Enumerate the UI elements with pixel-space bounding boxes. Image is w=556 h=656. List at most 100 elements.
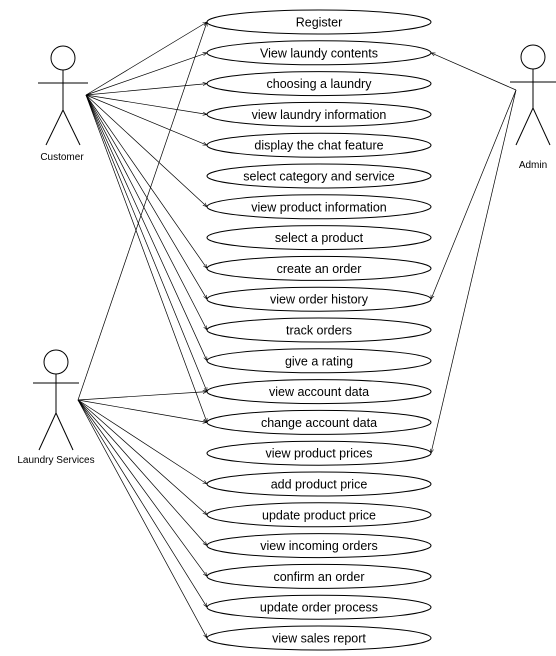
association-laundry-view-account-data bbox=[77, 392, 207, 401]
use-case-label: add product price bbox=[271, 478, 368, 492]
actor-customer-right-leg bbox=[62, 109, 81, 146]
use-case-label: choosing a laundry bbox=[267, 77, 373, 91]
use-case-ellipse bbox=[206, 71, 432, 97]
use-case-ellipse bbox=[206, 225, 432, 251]
actor-laundry-left-leg bbox=[38, 412, 57, 451]
association-laundry-update-order-process bbox=[77, 399, 207, 607]
use-case-label: view laundry information bbox=[252, 108, 387, 122]
use-case-ellipse bbox=[206, 625, 432, 651]
actor-admin-right-leg bbox=[532, 107, 551, 146]
use-case-ellipse bbox=[206, 9, 432, 35]
use-case-ellipse bbox=[206, 194, 432, 220]
use-case-label: update product price bbox=[262, 508, 376, 522]
use-case-ellipse bbox=[206, 132, 432, 158]
use-case-ellipse bbox=[206, 502, 432, 528]
association-customer-register bbox=[85, 22, 207, 96]
use-case-view-order-history: view order history bbox=[206, 286, 432, 312]
association-laundry-view-incoming-orders bbox=[77, 399, 207, 546]
actor-admin: Admin bbox=[510, 44, 556, 171]
use-case-view-laundy-contents: View laundy contents bbox=[206, 40, 432, 66]
use-case-ellipse bbox=[206, 348, 432, 374]
association-laundry-view-sales-report bbox=[77, 399, 207, 638]
use-case-update-order-process: update order process bbox=[206, 594, 432, 620]
use-case-label: confirm an order bbox=[273, 570, 364, 584]
use-case-view-incoming-orders: view incoming orders bbox=[206, 533, 432, 559]
use-case-ellipse bbox=[206, 563, 432, 589]
use-case-ellipse bbox=[206, 255, 432, 281]
use-case-label: display the chat feature bbox=[254, 139, 383, 153]
use-case-ellipse bbox=[206, 409, 432, 435]
use-case-create-an-order: create an order bbox=[206, 255, 432, 281]
association-customer-give-a-rating bbox=[85, 94, 207, 361]
use-case-label: select a product bbox=[275, 231, 364, 245]
use-case-ellipse bbox=[206, 163, 432, 189]
use-case-ellipse bbox=[206, 40, 432, 66]
use-case-choosing-a-laundry: choosing a laundry bbox=[206, 71, 432, 97]
use-case-label: update order process bbox=[260, 601, 378, 615]
use-case-label: change account data bbox=[261, 416, 377, 430]
use-case-label: give a rating bbox=[285, 354, 353, 368]
association-customer-create-an-order bbox=[85, 94, 207, 268]
actor-customer-left-leg bbox=[45, 109, 64, 146]
association-laundry-confirm-an-order bbox=[77, 399, 207, 576]
use-case-ellipse bbox=[206, 471, 432, 497]
use-case-ellipse bbox=[206, 286, 432, 312]
use-case-label: track orders bbox=[286, 324, 352, 338]
association-admin-view-product-prices bbox=[431, 89, 517, 453]
association-laundry-update-product-price bbox=[77, 399, 207, 515]
use-case-label: view product prices bbox=[266, 447, 373, 461]
use-case-change-account-data: change account data bbox=[206, 409, 432, 435]
association-customer-view-product-information bbox=[85, 94, 207, 207]
actor-customer-head bbox=[50, 45, 76, 71]
association-customer-track-orders bbox=[85, 94, 207, 330]
association-lines bbox=[77, 22, 517, 638]
use-case-label: View laundy contents bbox=[260, 46, 378, 60]
use-case-label: view incoming orders bbox=[260, 539, 377, 553]
use-case-view-account-data: view account data bbox=[206, 379, 432, 405]
actor-admin-head bbox=[520, 44, 546, 70]
association-customer-view-laundry-information bbox=[85, 94, 207, 114]
association-customer-choosing-a-laundry bbox=[85, 84, 207, 96]
use-case-confirm-an-order: confirm an order bbox=[206, 563, 432, 589]
actor-admin-left-leg bbox=[515, 107, 534, 146]
actor-laundry-head bbox=[43, 349, 69, 375]
association-customer-change-account-data bbox=[85, 94, 207, 422]
association-laundry-add-product-price bbox=[77, 399, 207, 484]
use-case-view-product-information: view product information bbox=[206, 194, 432, 220]
use-case-ellipse bbox=[206, 317, 432, 343]
use-case-select-category-and-service: select category and service bbox=[206, 163, 432, 189]
use-case-ellipse bbox=[206, 379, 432, 405]
use-case-view-sales-report: view sales report bbox=[206, 625, 432, 651]
actor-customer: Customer bbox=[38, 45, 88, 163]
use-case-ellipse bbox=[206, 440, 432, 466]
use-case-register: Register bbox=[206, 9, 432, 35]
actor-laundry-services: Laundry Services bbox=[17, 349, 95, 466]
use-case-ellipse bbox=[206, 101, 432, 127]
association-laundry-register bbox=[77, 22, 207, 401]
use-case-add-product-price: add product price bbox=[206, 471, 432, 497]
association-customer-view-laundy-contents bbox=[85, 53, 207, 96]
use-case-ellipse bbox=[206, 533, 432, 559]
use-case-give-a-rating: give a rating bbox=[206, 348, 432, 374]
use-case-view-product-prices: view product prices bbox=[206, 440, 432, 466]
use-case-label: select category and service bbox=[243, 170, 395, 184]
use-case-display-the-chat-feature: display the chat feature bbox=[206, 132, 432, 158]
use-case-label: Register bbox=[296, 16, 343, 30]
association-admin-view-laundy-contents bbox=[431, 52, 517, 91]
use-case-label: create an order bbox=[277, 262, 362, 276]
use-case-ellipse bbox=[206, 594, 432, 620]
actor-laundry-label: Laundry Services bbox=[17, 455, 94, 466]
association-admin-view-order-history bbox=[430, 89, 517, 299]
use-case-view-laundry-information: view laundry information bbox=[206, 101, 432, 127]
association-customer-display-the-chat-feature bbox=[85, 94, 207, 146]
actor-admin-label: Admin bbox=[519, 160, 547, 171]
use-case-update-product-price: update product price bbox=[206, 502, 432, 528]
use-case-label: view order history bbox=[270, 293, 369, 307]
use-case-label: view product information bbox=[251, 200, 387, 214]
use-case-label: view account data bbox=[269, 385, 369, 399]
actor-laundry-right-leg bbox=[55, 412, 74, 451]
actor-customer-label: Customer bbox=[40, 152, 84, 163]
use-case-track-orders: track orders bbox=[206, 317, 432, 343]
